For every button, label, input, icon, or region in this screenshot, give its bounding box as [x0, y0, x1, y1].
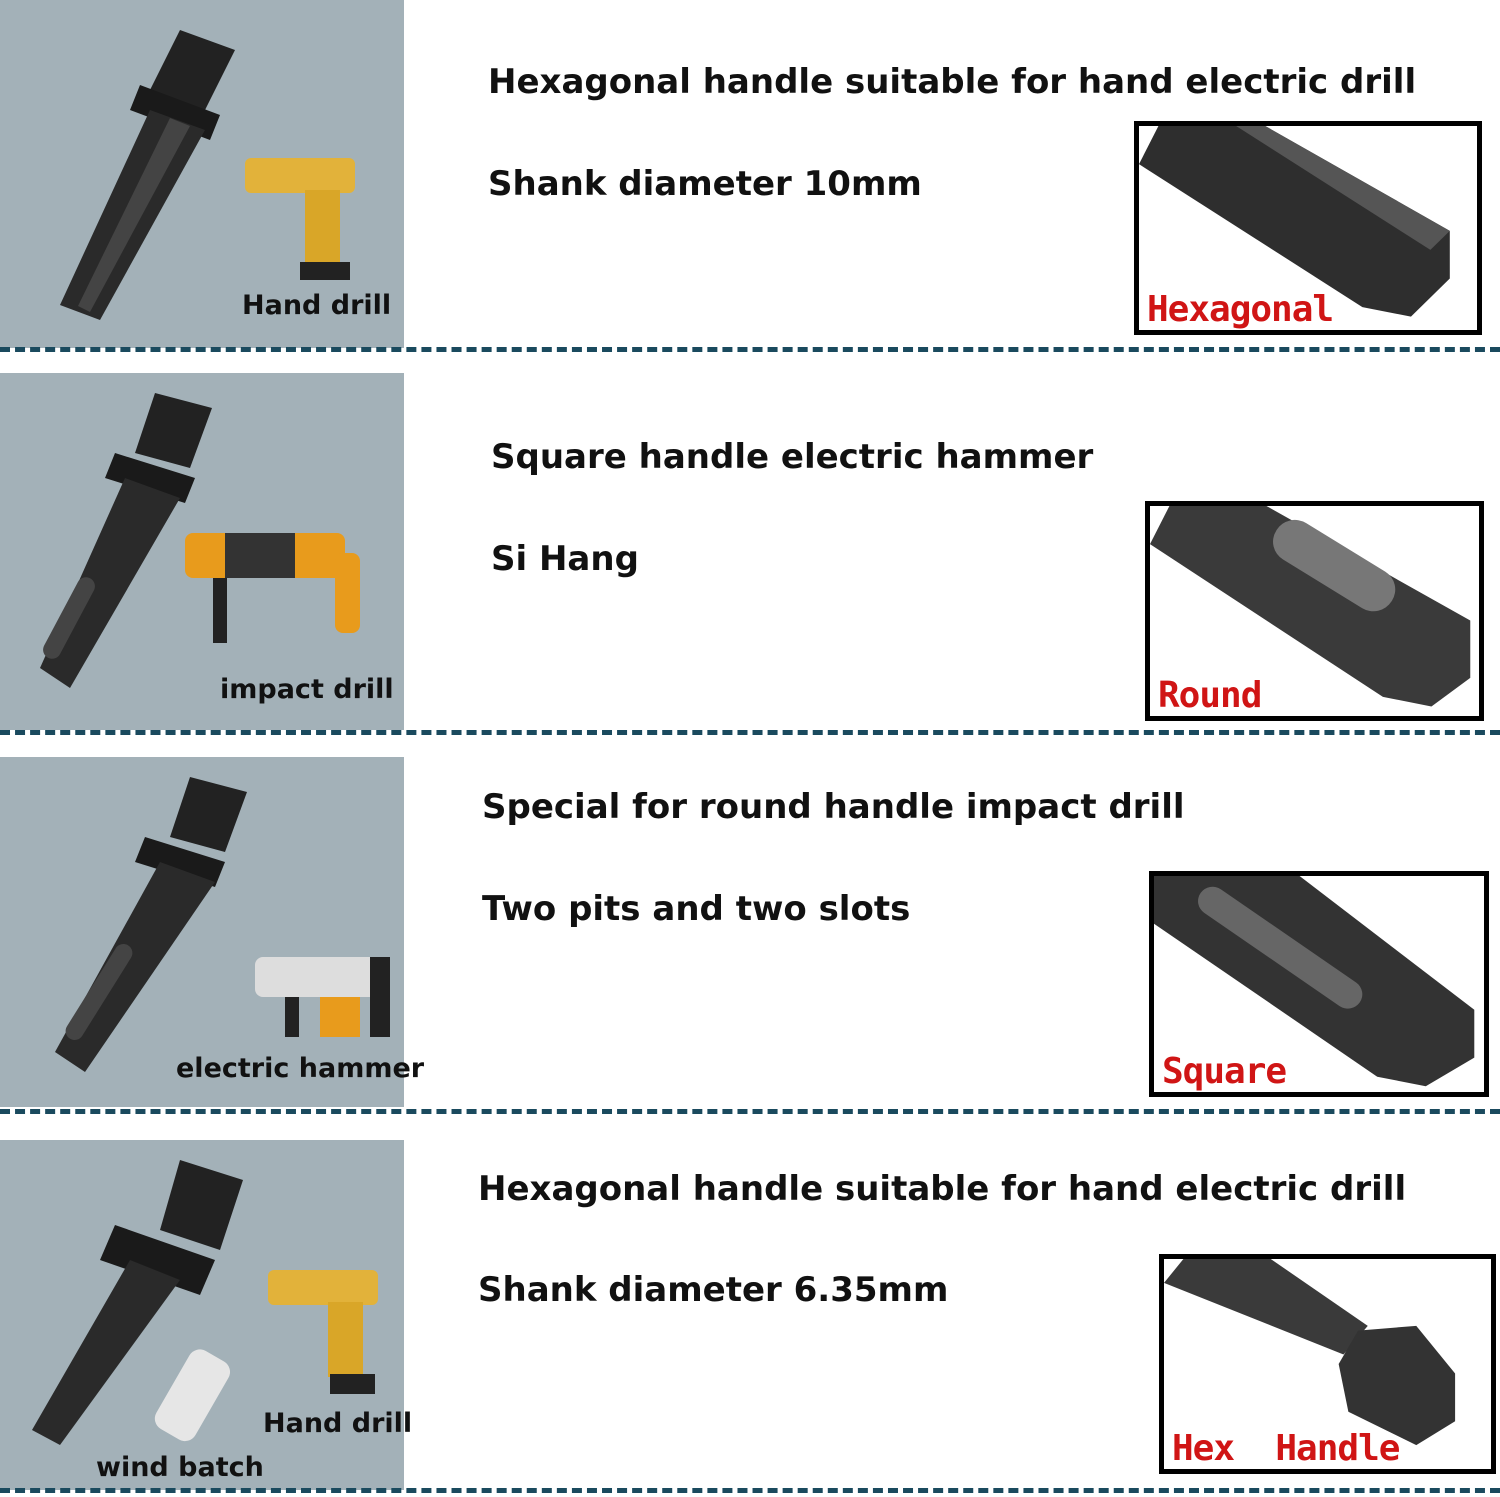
section-divider [0, 1488, 1500, 1493]
adapter-image [32, 1160, 243, 1445]
shank-closeup-hex-handle: Hex Handle [1159, 1254, 1496, 1474]
hand-drill-image [245, 158, 355, 280]
tool-label: wind batch [96, 1452, 264, 1483]
electric-hammer-image [255, 957, 390, 1037]
description-line-1: Square handle electric hammer [491, 437, 1094, 477]
description-line-2: Shank diameter 10mm [488, 164, 922, 204]
description-line-1: Hexagonal handle suitable for hand elect… [478, 1169, 1407, 1209]
hex-bit-image [1164, 1259, 1456, 1446]
adapter-image [60, 30, 235, 320]
tool-panel-2: impact drill [0, 373, 404, 730]
section-divider [0, 730, 1500, 735]
description-line-1: Special for round handle impact drill [482, 787, 1185, 827]
shank-type-tag: Square [1162, 1051, 1287, 1092]
shank-closeup-round: Round [1145, 501, 1484, 721]
hand-drill-image [268, 1270, 378, 1394]
adapter-image [55, 777, 247, 1072]
tool-panel-3: electric hammer [0, 757, 424, 1107]
shank-type-tag: Hexagonal [1147, 289, 1334, 330]
tool-label: impact drill [220, 674, 394, 705]
tool-panel-1: Hand drill [0, 0, 404, 348]
description-line-2: Shank diameter 6.35mm [478, 1270, 949, 1310]
description-line-2: Si Hang [491, 539, 639, 579]
shank-closeup-hexagonal: Hexagonal [1134, 121, 1482, 335]
tool-label: Hand drill [263, 1408, 413, 1439]
shank-closeup-square: Square [1149, 871, 1489, 1097]
shank-type-tag: Round [1158, 675, 1262, 716]
tool-label: electric hammer [176, 1053, 425, 1084]
section-divider [0, 1109, 1500, 1114]
impact-driver-image [154, 1349, 231, 1442]
tool-label: Hand drill [242, 290, 392, 321]
description-line-2: Two pits and two slots [482, 889, 911, 929]
impact-drill-image [185, 533, 360, 643]
round-shank-image [1150, 506, 1471, 707]
adapter-image [40, 393, 212, 688]
description-line-1: Hexagonal handle suitable for hand elect… [488, 62, 1417, 102]
shank-type-tag: Hex Handle [1172, 1428, 1400, 1469]
hex-shank-image [1139, 126, 1450, 317]
tool-panel-4: Hand drill wind batch [0, 1140, 412, 1490]
square-shank-image [1154, 876, 1475, 1087]
section-divider [0, 347, 1500, 352]
